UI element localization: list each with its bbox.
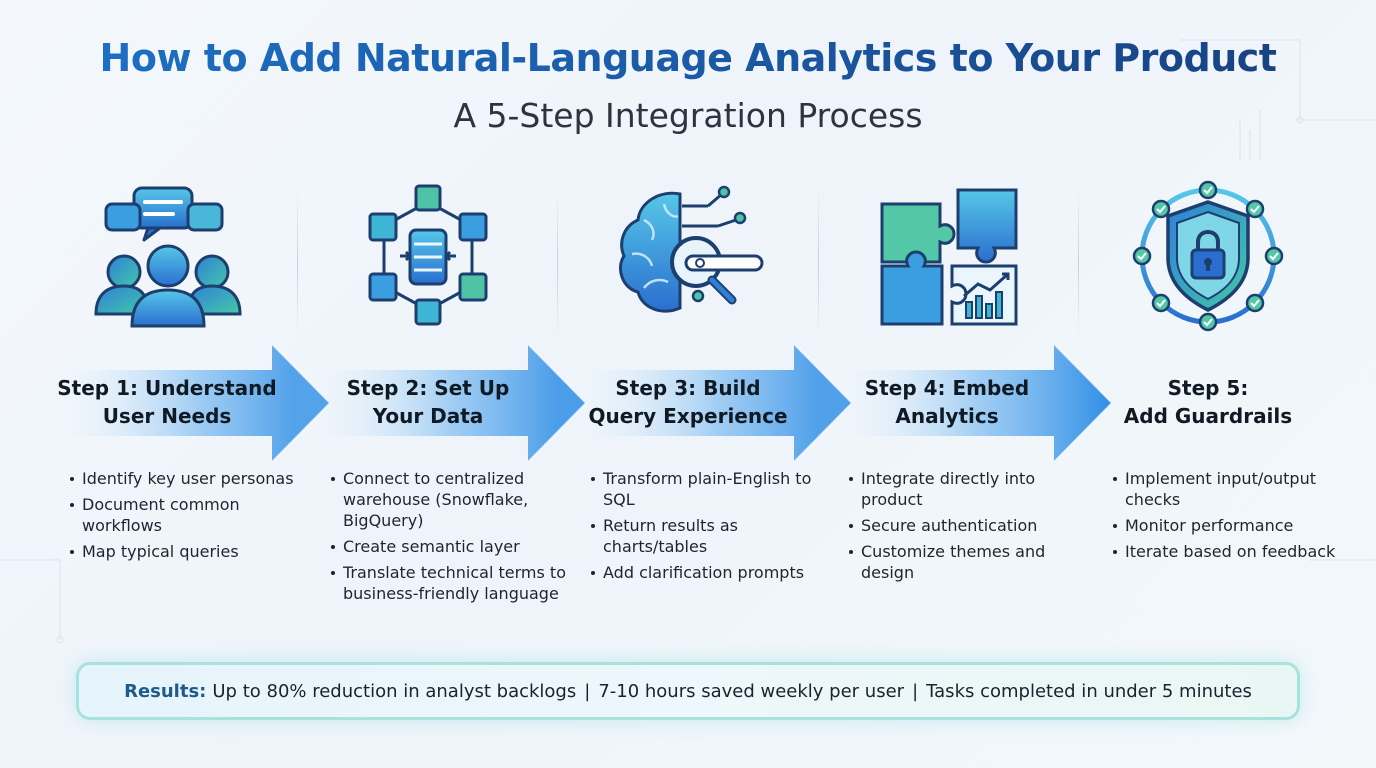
step-5-label: Step 5: Add Guardrails xyxy=(1093,374,1323,430)
step-label-line2: Your Data xyxy=(372,404,484,428)
list-item: Translate technical terms to business-fr… xyxy=(329,562,567,604)
step-label-line1: Step 4: Embed xyxy=(864,376,1030,400)
results-separator: | xyxy=(912,680,919,702)
list-item: Connect to centralized warehouse (Snowfl… xyxy=(329,468,567,531)
shield-lock-icon xyxy=(1132,180,1284,332)
user-group-chat-icon xyxy=(94,186,242,328)
step-label-line2: Add Guardrails xyxy=(1123,404,1293,428)
list-item: Integrate directly into product xyxy=(847,468,1085,510)
results-item: 7-10 hours saved weekly per user xyxy=(598,680,905,702)
step-arrow xyxy=(816,343,1114,463)
list-item: Iterate based on feedback xyxy=(1111,541,1349,562)
list-item: Document common workflows xyxy=(68,494,306,536)
step-2-bullets: Connect to centralized warehouse (Snowfl… xyxy=(329,468,567,609)
list-item: Create semantic layer xyxy=(329,536,567,557)
page-subtitle: A 5-Step Integration Process xyxy=(453,96,923,135)
list-item: Transform plain-English to SQL xyxy=(589,468,827,510)
step-3-label: Step 3: Build Query Experience xyxy=(573,374,803,430)
step-3-bullets: Transform plain-English to SQL Return re… xyxy=(589,468,827,588)
list-item: Identify key user personas xyxy=(68,468,306,489)
step-label-line2: Query Experience xyxy=(588,404,788,428)
step-2-label: Step 2: Set Up Your Data xyxy=(313,374,543,430)
step-label-line2: Analytics xyxy=(895,404,999,428)
list-item: Secure authentication xyxy=(847,515,1085,536)
step-label-line1: Step 3: Build xyxy=(615,376,761,400)
results-banner: Results: Up to 80% reduction in analyst … xyxy=(76,662,1300,720)
page-title: How to Add Natural-Language Analytics to… xyxy=(0,36,1376,80)
results-item: Up to 80% reduction in analyst backlogs xyxy=(212,680,577,702)
step-label-line1: Step 5: xyxy=(1167,376,1249,400)
puzzle-chart-icon xyxy=(880,188,1018,326)
list-item: Return results as charts/tables xyxy=(589,515,827,557)
results-label: Results: xyxy=(124,680,207,702)
results-separator: | xyxy=(584,680,591,702)
column-divider xyxy=(297,188,298,338)
step-1-bullets: Identify key user personas Document comm… xyxy=(68,468,306,567)
column-divider xyxy=(818,188,819,338)
data-network-icon xyxy=(368,184,488,326)
brain-search-icon xyxy=(619,185,764,313)
step-label-line2: User Needs xyxy=(102,404,232,428)
step-label-line1: Step 1: Understand xyxy=(57,376,277,400)
step-4-label: Step 4: Embed Analytics xyxy=(832,374,1062,430)
step-label-line1: Step 2: Set Up xyxy=(346,376,510,400)
results-item: Tasks completed in under 5 minutes xyxy=(926,680,1252,702)
step-5-bullets: Implement input/output checks Monitor pe… xyxy=(1111,468,1349,567)
step-4-bullets: Integrate directly into product Secure a… xyxy=(847,468,1085,588)
step-1-label: Step 1: Understand User Needs xyxy=(52,374,282,430)
column-divider xyxy=(1078,188,1079,338)
list-item: Implement input/output checks xyxy=(1111,468,1349,510)
list-item: Customize themes and design xyxy=(847,541,1085,583)
list-item: Add clarification prompts xyxy=(589,562,827,583)
column-divider xyxy=(557,188,558,338)
list-item: Map typical queries xyxy=(68,541,306,562)
list-item: Monitor performance xyxy=(1111,515,1349,536)
